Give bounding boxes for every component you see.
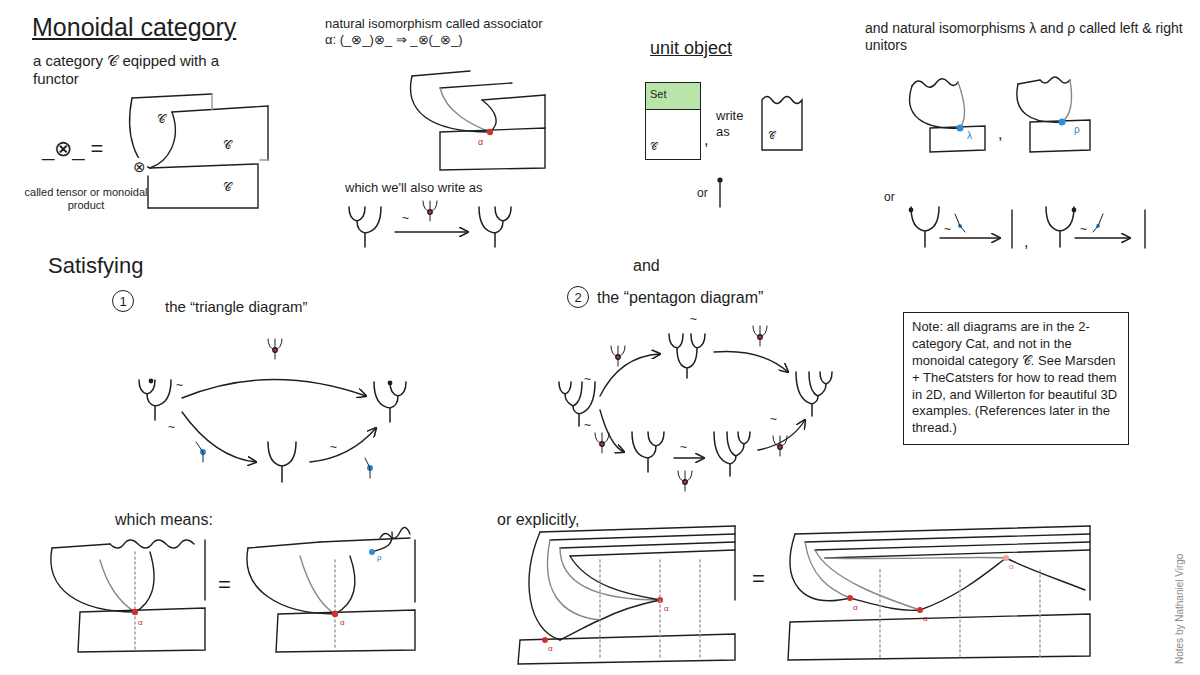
text-label: ~ (944, 222, 951, 236)
text-label: ~ (584, 418, 591, 432)
text-label: ⊗ (132, 158, 147, 176)
text-label: or (884, 190, 895, 204)
text-label: ~ (690, 312, 697, 326)
text-label: ρ (377, 553, 382, 563)
text-label: α (853, 603, 858, 613)
text-label: Satisfying (48, 253, 143, 279)
text-label: ~ (1080, 222, 1087, 236)
text-label: which means: (115, 510, 213, 529)
text-label: ~ (680, 440, 687, 454)
text-label: 𝒞 (222, 138, 233, 152)
note-text: Note: all diagrams are in the 2-category… (912, 319, 1120, 437)
text-label: ~ (770, 412, 777, 426)
title: Monoidal category (32, 12, 236, 42)
text-label: or explicitly, (497, 510, 579, 529)
text-label: λ (967, 130, 972, 142)
text-label: write as (716, 108, 758, 139)
text-label: or (697, 186, 708, 200)
text-label: ~ (584, 372, 591, 386)
text-label: α (664, 604, 669, 614)
text-label: ~ (330, 440, 337, 454)
unit-object-box: Set𝒞 (645, 82, 701, 160)
text-label: , (998, 124, 1002, 143)
text-label: 𝒞 (156, 112, 167, 126)
text-label: and (633, 256, 660, 275)
text-label: ~ (168, 420, 175, 434)
text-label: α (1009, 562, 1014, 572)
text-label: ~ (176, 378, 183, 392)
text-label: ~ (402, 211, 409, 225)
text-label: 𝒞 (768, 130, 775, 142)
callout-number: 1 (119, 295, 126, 308)
text-label: the “pentagon diagram” (597, 288, 763, 307)
text-label: and natural isomorphisms λ and ρ called … (865, 20, 1195, 54)
callout-circle: 2 (567, 286, 589, 308)
text-label: natural isomorphism called associator α:… (325, 16, 555, 47)
text-label: , (1024, 232, 1028, 251)
text-label: α (923, 614, 928, 624)
text-label: α (340, 618, 345, 628)
note-box: Note: all diagrams are in the 2-category… (903, 312, 1129, 445)
text-label: which we'll also write as (345, 180, 483, 196)
text-label: α (138, 618, 143, 628)
text-label: ρ (1074, 124, 1080, 136)
text-label: _⊗_ = (42, 136, 103, 162)
text-label: 𝒞 (222, 180, 233, 194)
text-label: , (704, 130, 708, 149)
text-label: called tensor or monoidal product (18, 186, 154, 212)
text-label: α (478, 137, 483, 148)
text-label: = (752, 566, 765, 592)
callout-circle: 1 (112, 290, 134, 312)
text-label: unit object (650, 38, 732, 60)
watermark: Notes by Nathaniel Virgo (1174, 554, 1186, 664)
node-text: 𝒞 (650, 141, 657, 153)
callout-number: 2 (574, 291, 581, 304)
text-label: α (548, 644, 553, 654)
text-label: = (218, 572, 231, 598)
text-label: a category 𝒞 eqipped with a functor (33, 52, 263, 88)
node-text: Set (650, 88, 667, 101)
text-label: the “triangle diagram” (165, 298, 308, 316)
